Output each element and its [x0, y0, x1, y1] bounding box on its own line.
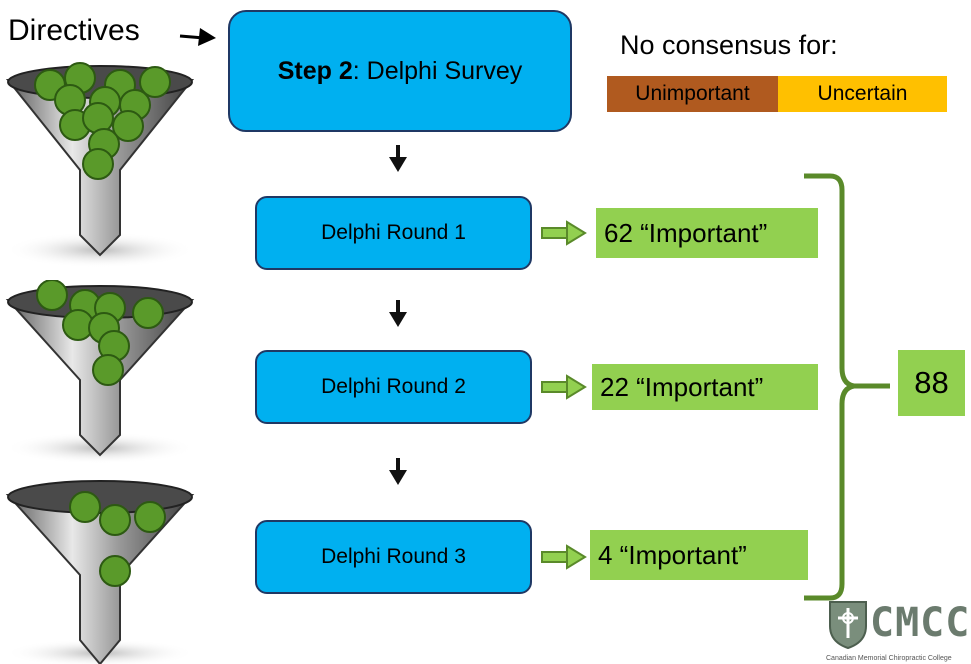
- delphi-round-1-box: Delphi Round 1: [255, 196, 532, 270]
- round-2-result: 22 “Important”: [592, 364, 818, 410]
- arrow-down-icon: [389, 300, 407, 327]
- curly-bracket: [804, 173, 890, 601]
- arrow-right-icon: [541, 220, 587, 246]
- delphi-round-2-box: Delphi Round 2: [255, 350, 532, 424]
- arrow-down-icon: [389, 458, 407, 485]
- arrow-right-icon: [541, 544, 587, 570]
- delphi-round-3-box: Delphi Round 3: [255, 520, 532, 594]
- total-count: 88: [898, 350, 965, 416]
- logo-wordmark: CMCC: [870, 600, 971, 646]
- arrow-down-icon: [389, 145, 407, 172]
- step-2-box: Step 2: Delphi Survey: [228, 10, 572, 132]
- step-label: Step 2: [277, 56, 353, 85]
- round-3-result: 4 “Important”: [590, 530, 808, 580]
- logo-subtitle: Canadian Memorial Chiropractic College: [826, 655, 952, 662]
- arrow-right-icon: [179, 28, 216, 46]
- legend-uncertain: Uncertain: [778, 76, 947, 112]
- step-title: : Delphi Survey: [352, 56, 523, 85]
- round-1-result: 62 “Important”: [596, 208, 818, 258]
- legend-unimportant: Unimportant: [607, 76, 778, 112]
- arrow-right-icon: [541, 374, 587, 400]
- directives-label: Directives: [8, 14, 140, 47]
- funnel-icon-3: [5, 480, 195, 664]
- funnel-icon-2: [5, 280, 195, 464]
- no-consensus-title: No consensus for:: [620, 30, 838, 60]
- funnel-icon-1: [5, 62, 195, 268]
- logo-crest-icon: [829, 601, 867, 650]
